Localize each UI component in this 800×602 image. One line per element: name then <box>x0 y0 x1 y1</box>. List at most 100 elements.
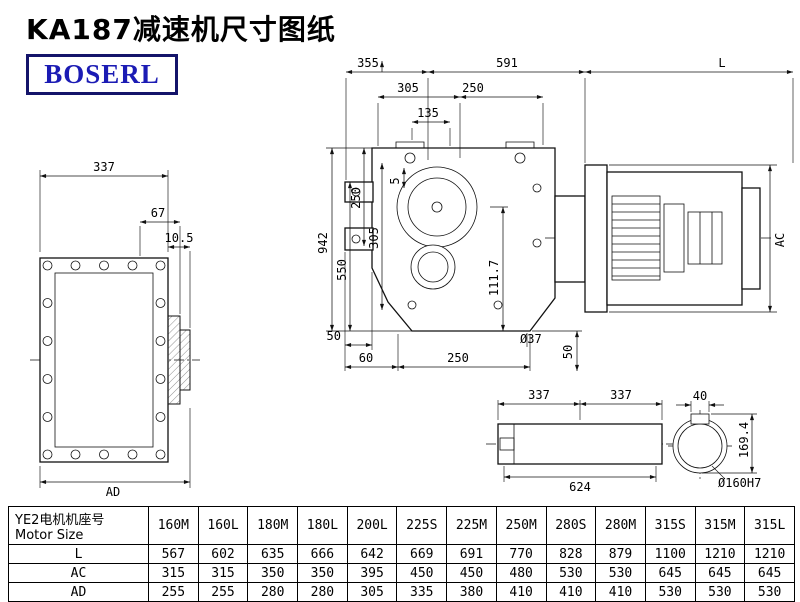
cell-AC-225M: 450 <box>446 563 497 583</box>
cell-AD-225S: 335 <box>396 582 448 602</box>
dim-bottom-50-right: 50 <box>561 345 575 359</box>
cell-AD-315L: 530 <box>744 582 795 602</box>
dim-left-305: 305 <box>367 227 381 249</box>
column-header-180M: 180M <box>247 506 299 545</box>
row-label-L: L <box>8 544 149 564</box>
cell-AD-180M: 280 <box>247 582 299 602</box>
cell-AC-280S: 530 <box>545 563 597 583</box>
dim-right-111-7: 111.7 <box>487 260 501 296</box>
side-view: 337 67 10.5 AD <box>30 160 200 499</box>
column-header-200L: 200L <box>346 506 398 545</box>
dim-bottom-50-left: 50 <box>327 329 341 343</box>
dim-top-135: 135 <box>417 106 439 120</box>
column-header-225M: 225M <box>446 506 497 545</box>
dim-bore-dia37: Ø37 <box>520 332 542 346</box>
dimension-drawing: 337 67 10.5 AD <box>30 56 794 499</box>
page-title: KA187减速机尺寸图纸 <box>26 13 336 46</box>
dim-top-355: 355 <box>357 56 379 70</box>
column-header-250M: 250M <box>495 506 547 545</box>
cell-AD-160M: 255 <box>148 582 199 602</box>
column-header-315M: 315M <box>694 506 746 545</box>
cell-AD-315M: 530 <box>694 582 746 602</box>
column-header-225S: 225S <box>396 506 448 545</box>
cell-AC-250M: 480 <box>495 563 547 583</box>
dim-motor-AC: AC <box>773 233 787 247</box>
column-header-315L: 315L <box>744 506 795 545</box>
cell-AC-315M: 645 <box>694 563 746 583</box>
cell-AC-180M: 350 <box>247 563 299 583</box>
row-label-AC: AC <box>8 563 149 583</box>
dim-mid-305: 305 <box>397 81 419 95</box>
column-header-180L: 180L <box>297 506 348 545</box>
dim-left-250: 250 <box>349 187 363 209</box>
column-header-280M: 280M <box>595 506 646 545</box>
dim-shaft-dia-160H7: Ø160H7 <box>718 476 761 490</box>
cell-AD-280S: 410 <box>545 582 597 602</box>
dim-mid-250: 250 <box>462 81 484 95</box>
shaft-end-view: 40 169.4 Ø160H7 <box>668 389 761 490</box>
column-header-315S: 315S <box>644 506 696 545</box>
cell-L-200L: 642 <box>346 544 398 564</box>
dim-side-10-5: 10.5 <box>165 231 194 245</box>
motor-view: AC <box>545 164 787 313</box>
row-label-AD: AD <box>8 582 149 602</box>
dim-side-AD: AD <box>106 485 120 499</box>
dim-key-40: 40 <box>693 389 707 403</box>
front-view: 355 591 L 305 250 135 942 550 25 <box>316 56 794 371</box>
dim-motor-L: L <box>718 56 725 70</box>
cell-L-250M: 770 <box>495 544 547 564</box>
boserl-logo: BOSERL <box>26 54 178 95</box>
column-header-280S: 280S <box>545 506 597 545</box>
cell-L-315S: 1100 <box>644 544 696 564</box>
cell-L-315L: 1210 <box>744 544 795 564</box>
dim-key-169-4: 169.4 <box>737 422 751 458</box>
cell-L-160M: 567 <box>148 544 199 564</box>
size-label-en: Motor Size <box>15 527 84 543</box>
column-header-160M: 160M <box>148 506 199 545</box>
cell-AC-280M: 530 <box>595 563 646 583</box>
cell-L-225M: 691 <box>446 544 497 564</box>
dim-side-337: 337 <box>93 160 115 174</box>
cell-AD-160L: 255 <box>197 582 249 602</box>
cell-L-280M: 879 <box>595 544 646 564</box>
size-label-cell: YE2电机机座号 Motor Size <box>8 506 149 545</box>
dim-shaft-337-left: 337 <box>528 388 550 402</box>
cell-AC-160M: 315 <box>148 563 199 583</box>
cell-L-225S: 669 <box>396 544 448 564</box>
boserl-logo-text: BOSERL <box>44 59 160 89</box>
dim-side-67: 67 <box>151 206 165 220</box>
cell-AC-160L: 315 <box>197 563 249 583</box>
cell-AD-250M: 410 <box>495 582 547 602</box>
cell-AD-180L: 280 <box>297 582 348 602</box>
dim-shaft-337-right: 337 <box>610 388 632 402</box>
dim-left-550: 550 <box>335 259 349 281</box>
cell-AD-225M: 380 <box>446 582 497 602</box>
dim-left-5: 5 <box>388 177 402 184</box>
cell-AC-315L: 645 <box>744 563 795 583</box>
cell-L-180M: 635 <box>247 544 299 564</box>
dim-shaft-624: 624 <box>569 480 591 494</box>
dim-top-591: 591 <box>496 56 518 70</box>
cell-L-280S: 828 <box>545 544 597 564</box>
dim-bottom-250: 250 <box>447 351 469 365</box>
cell-L-160L: 602 <box>197 544 249 564</box>
size-label-cn: YE2电机机座号 <box>15 512 105 528</box>
dim-bottom-60: 60 <box>359 351 373 365</box>
cell-L-315M: 1210 <box>694 544 746 564</box>
cell-AD-280M: 410 <box>595 582 646 602</box>
cell-AD-315S: 530 <box>644 582 696 602</box>
cell-AC-315S: 645 <box>644 563 696 583</box>
cell-AD-200L: 305 <box>346 582 398 602</box>
dim-height-942: 942 <box>316 232 330 254</box>
cell-AC-200L: 395 <box>346 563 398 583</box>
shaft-view: 337 337 624 <box>486 388 674 494</box>
cell-L-180L: 666 <box>297 544 348 564</box>
cell-AC-180L: 350 <box>297 563 348 583</box>
